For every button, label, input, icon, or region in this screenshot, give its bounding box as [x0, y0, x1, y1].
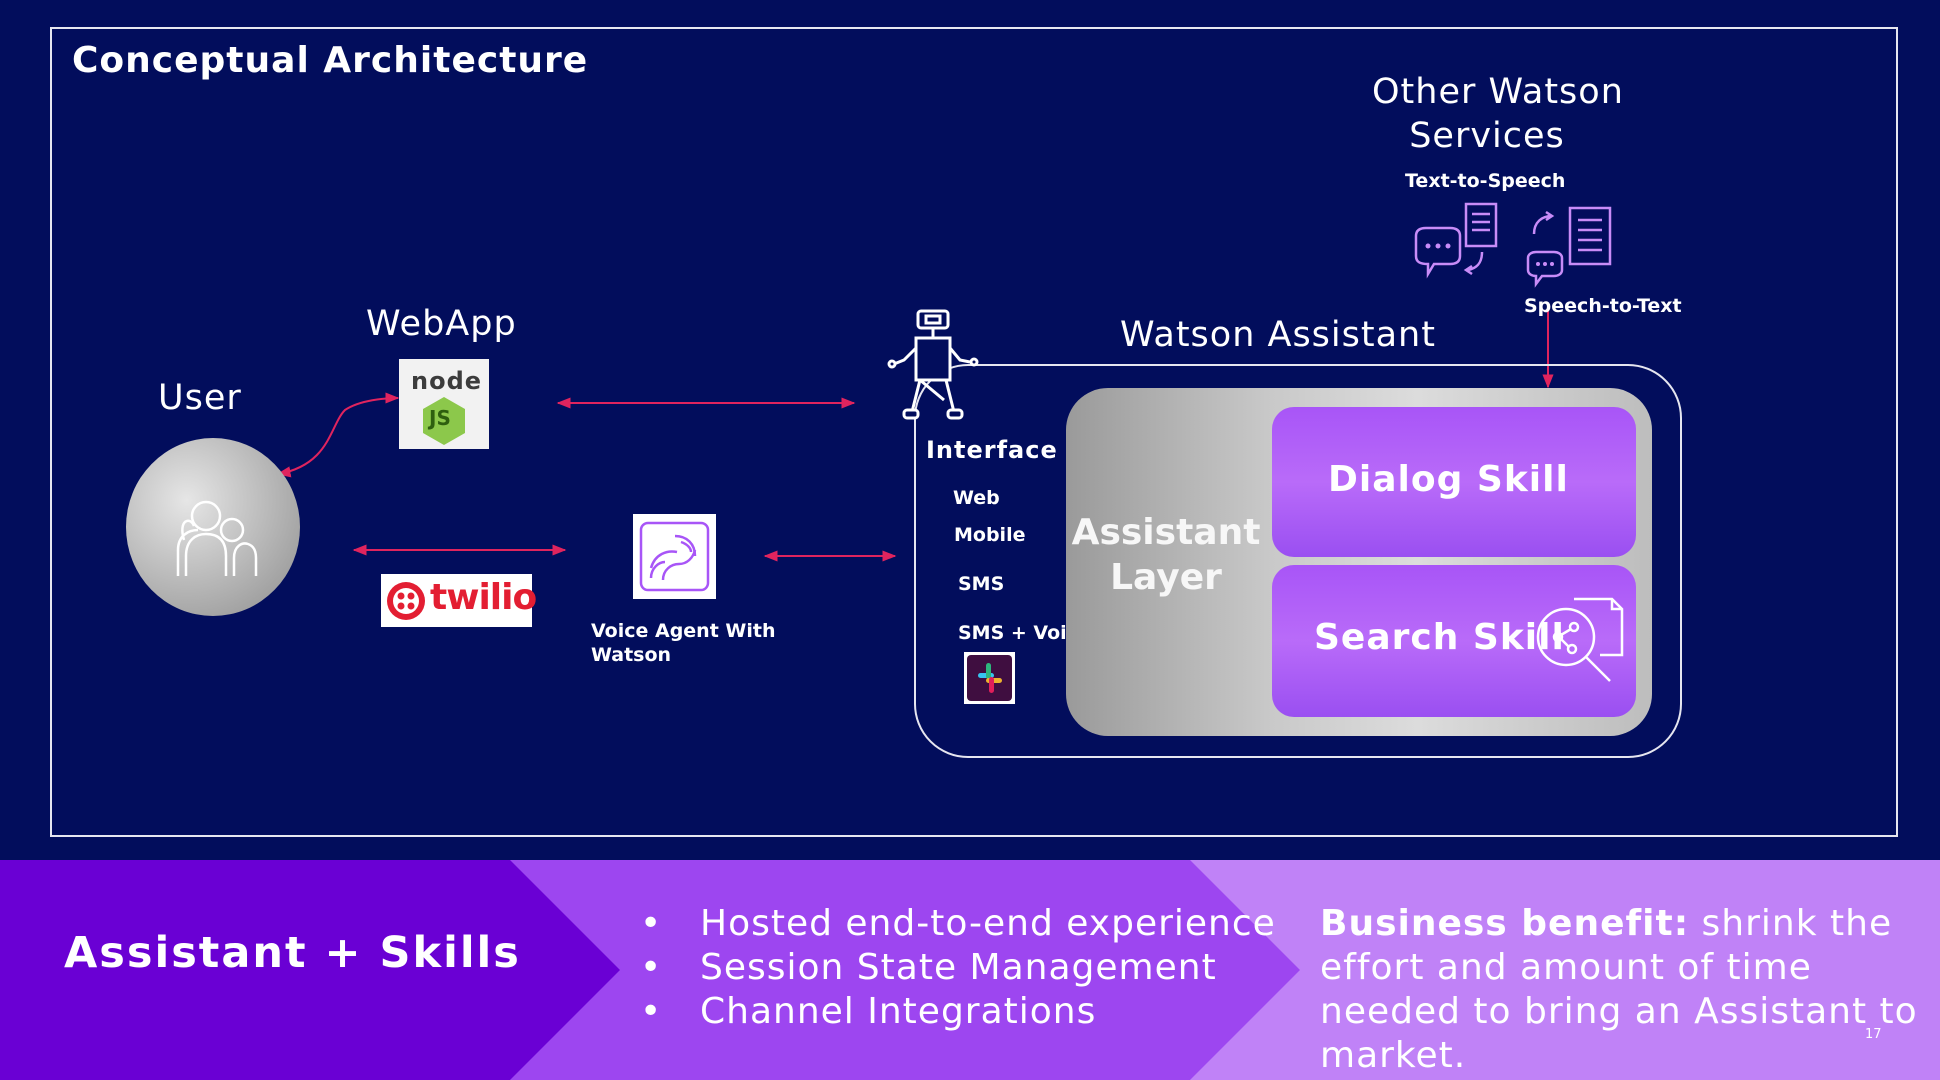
slack-logo[interactable] — [964, 652, 1015, 704]
user-label: User — [158, 378, 242, 418]
slack-icon — [967, 655, 1012, 701]
nodejs-js-text: JS — [429, 406, 451, 430]
business-benefit: Business benefit: shrink the effort and … — [1320, 902, 1930, 1078]
other-services-line2: Services — [1409, 116, 1565, 156]
stt-label: Speech-to-Text — [1524, 295, 1682, 317]
twilio-circle-icon — [387, 582, 425, 620]
twilio-wordmark: twilio — [430, 577, 537, 618]
voice-agent-node[interactable] — [633, 514, 716, 599]
benefit-heading: Business benefit: — [1320, 903, 1690, 944]
band-title: Assistant + Skills — [64, 928, 521, 978]
channel-sms[interactable]: SMS — [958, 573, 1005, 595]
benefit-text: shrink the effort and amount of time nee… — [1320, 903, 1918, 1076]
watson-assistant-container — [914, 364, 1682, 758]
robot-icon — [887, 309, 979, 420]
bullet-text: Session State Management — [700, 947, 1217, 988]
other-services-label: Other Watson Services — [1372, 70, 1624, 158]
voice-agent-label: Voice Agent With Watson — [591, 619, 776, 667]
bullet-item: • Channel Integrations — [640, 990, 1276, 1034]
dialog-skill-box[interactable]: Dialog Skill — [1272, 407, 1636, 557]
diagram-frame — [50, 27, 1898, 837]
bullet-item: • Hosted end-to-end experience — [640, 902, 1276, 946]
text-to-speech-icon — [1414, 202, 1498, 279]
channel-web[interactable]: Web — [953, 487, 1000, 509]
bottom-band — [0, 860, 1940, 1080]
page-number: 17 — [1865, 1027, 1882, 1042]
channel-sms-voice[interactable]: SMS + Voice — [958, 622, 1091, 644]
dialog-skill-label: Dialog Skill — [1328, 459, 1569, 500]
speech-to-text-icon — [1526, 206, 1612, 288]
assistant-layer-line2: Layer — [1110, 557, 1222, 598]
assistant-layer-line1: Assistant — [1071, 512, 1261, 553]
arrow-user-webapp — [276, 392, 400, 478]
connector-layer — [276, 308, 1554, 562]
bullet-text: Channel Integrations — [700, 991, 1097, 1032]
voice-agent-icon — [639, 521, 710, 592]
interface-label: Interface — [926, 436, 1058, 464]
bullet-dot: • — [640, 991, 663, 1032]
assistant-layer-label: Assistant Layer — [1066, 510, 1266, 600]
page-title: Conceptual Architecture — [72, 40, 589, 81]
nodejs-hex-icon — [423, 397, 465, 445]
bullet-dot: • — [640, 947, 663, 988]
search-skill-label: Search Skill — [1314, 617, 1565, 658]
other-services-line1: Other Watson — [1372, 72, 1624, 112]
search-skill-box[interactable]: Search Skill — [1272, 565, 1636, 717]
nodejs-logo-text: node — [411, 367, 483, 395]
voice-agent-label-line1: Voice Agent With — [591, 620, 776, 642]
webapp-label: WebApp — [366, 304, 517, 344]
tts-label: Text-to-Speech — [1405, 170, 1566, 192]
users-icon — [176, 500, 258, 576]
voice-agent-label-line2: Watson — [591, 644, 672, 666]
nodejs-logo[interactable]: node JS — [399, 359, 489, 449]
bullet-text: Hosted end-to-end experience — [700, 903, 1276, 944]
watson-assistant-label: Watson Assistant — [1120, 315, 1436, 355]
bullet-item: • Session State Management — [640, 946, 1276, 990]
search-document-icon — [1536, 597, 1624, 682]
user-node[interactable] — [126, 438, 300, 616]
feature-bullet-list: • Hosted end-to-end experience • Session S… — [640, 902, 1276, 1034]
channel-mobile[interactable]: Mobile — [954, 524, 1026, 546]
twilio-logo[interactable]: twilio — [381, 574, 537, 627]
bullet-dot: • — [640, 903, 663, 944]
